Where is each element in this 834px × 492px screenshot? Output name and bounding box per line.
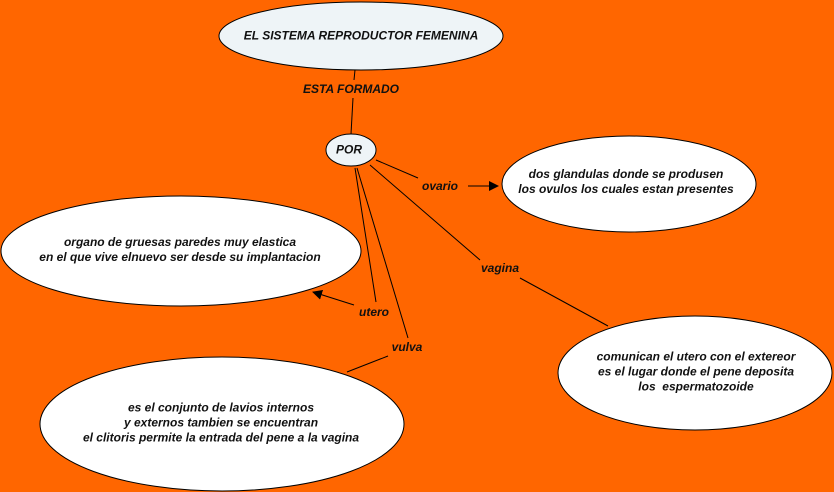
text-line: los ovulos los cuales estan presentes [518, 182, 734, 196]
link-vulva[interactable]: vulva [391, 340, 423, 354]
text-line: y externos tambien se encuentran [123, 415, 319, 430]
concept-vulva[interactable] [39, 356, 405, 492]
connector-vulva-node [346, 355, 389, 373]
connector-por-utero [354, 167, 377, 303]
text-line: el clitoris permite la entrada del pene … [82, 430, 360, 445]
ovario-description: dos glandulas donde se produsen los ovul… [518, 167, 733, 197]
text-line: en el que vive elnuevo ser desde su impl… [39, 250, 321, 264]
link-vagina[interactable]: vagina [480, 261, 520, 275]
text-line: comunican el utero con el extereor [596, 349, 796, 364]
connector-por-ovario [375, 159, 419, 179]
root-title: EL SISTEMA REPRODUCTOR FEMENINA [243, 28, 479, 43]
text-line: los espermatozoide [638, 379, 754, 394]
text-line: organo de gruesas paredes muy elastica [63, 235, 297, 249]
concept-root[interactable] [218, 1, 504, 71]
vagina-description: comunican el utero con el extereor es el… [597, 350, 796, 395]
concept-ovario[interactable] [501, 135, 757, 233]
concept-vagina[interactable] [557, 315, 833, 431]
utero-description: organo de gruesas paredes muy elastica e… [39, 235, 320, 265]
por-label: POR [335, 142, 363, 157]
link-ovario[interactable]: ovario [421, 179, 459, 193]
text-line: es el conjunto de lavios internos [127, 400, 315, 415]
connector-por-vagina [369, 164, 481, 261]
text-line: dos glandulas donde se produsen [528, 167, 724, 181]
concept-utero[interactable] [0, 195, 362, 307]
arrow-utero [312, 289, 355, 306]
connector-vagina-node [519, 277, 609, 327]
concept-por[interactable] [325, 133, 377, 167]
link-esta-formado[interactable]: ESTA FORMADO [303, 82, 399, 96]
text-line: es el lugar donde el pene deposita [597, 364, 795, 379]
vulva-description: es el conjunto de lavios internos y exte… [83, 401, 359, 446]
connector-label-por [350, 97, 354, 135]
connector-por-vulva [356, 167, 409, 339]
link-utero[interactable]: utero [359, 305, 389, 319]
connector-root-label [353, 69, 356, 81]
